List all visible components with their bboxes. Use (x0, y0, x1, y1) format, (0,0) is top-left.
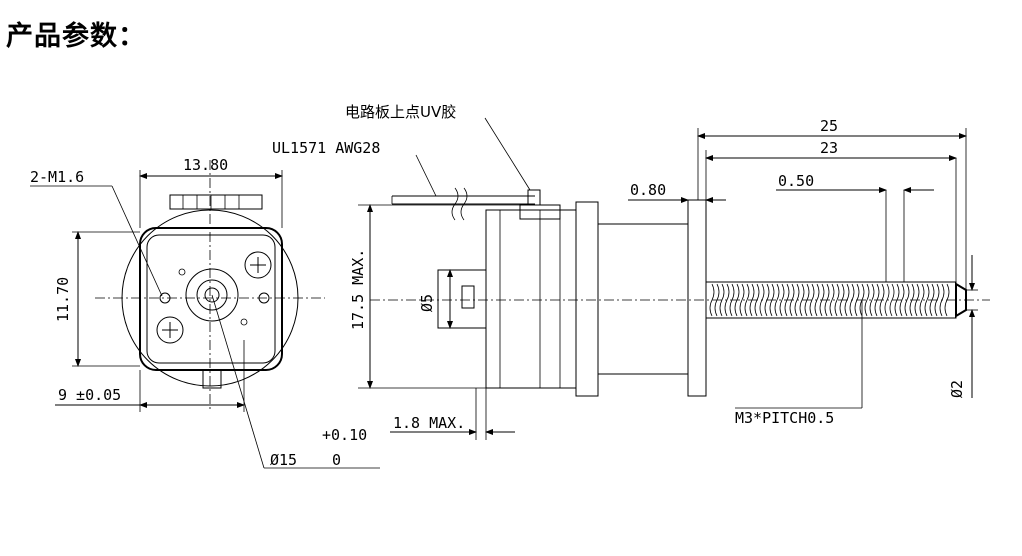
label-thread: M3*PITCH0.5 (735, 409, 834, 427)
label-thickness: 1.8 MAX. (393, 414, 465, 432)
thread-turn (829, 283, 835, 317)
label-screw: 2-M1.6 (30, 168, 84, 186)
label-width: 13.80 (183, 156, 228, 174)
label-uv-glue: 电路板上点UV胶 (345, 103, 456, 121)
thread-turn (779, 283, 785, 317)
thread-turn (834, 283, 840, 317)
label-step-080: 0.80 (630, 181, 666, 199)
label-offset: 9 ±0.05 (58, 386, 121, 404)
thread-turn (864, 283, 870, 317)
thread-turn (924, 283, 930, 317)
label-height: 11.70 (54, 277, 72, 322)
label-len-23: 23 (820, 139, 838, 157)
label-diameter-tol-upper: +0.10 (322, 426, 367, 444)
label-diameter: Ø15 (270, 451, 297, 469)
label-step-050: 0.50 (778, 172, 814, 190)
thread-turn (774, 283, 780, 317)
thread-turn (744, 283, 750, 317)
label-tip-dia: Ø2 (948, 380, 966, 398)
thread-turn (739, 283, 745, 317)
label-wire: UL1571 AWG28 (272, 139, 380, 157)
thread-turn (869, 283, 875, 317)
thread-turn (919, 283, 925, 317)
label-boss-dia: Ø5 (418, 294, 436, 312)
label-body-height: 17.5 MAX. (349, 249, 367, 330)
label-len-total: 25 (820, 117, 838, 135)
side-view (358, 117, 990, 440)
page-title: 产品参数： (6, 21, 146, 52)
label-diameter-tol-lower: 0 (332, 451, 341, 469)
front-view (30, 160, 380, 469)
